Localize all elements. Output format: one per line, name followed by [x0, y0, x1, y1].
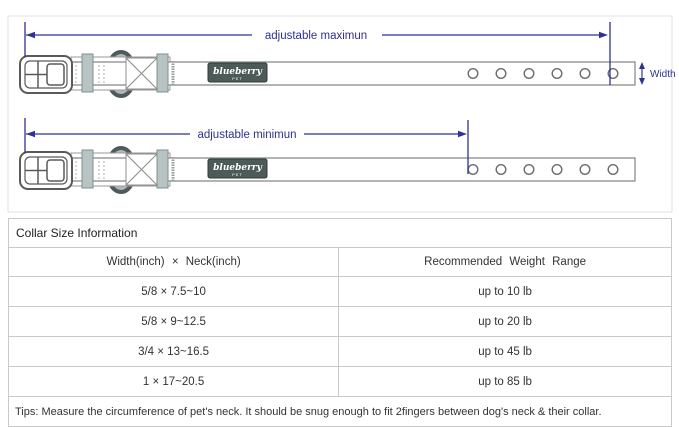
adjustable-min-label: adjustable minimun [197, 129, 296, 141]
diagram-frame [7, 15, 673, 213]
arrowhead-min-left [26, 130, 35, 138]
column-header-weight: Recommended Weight Range [338, 247, 672, 277]
collar-diagram: blueberry PET adjustable maximun [7, 15, 676, 213]
table-row: 3/4 × 13~16.5 up to 45 lb [7, 336, 672, 367]
size-cell: 5/8 × 9~12.5 [7, 306, 340, 337]
page: { "diagram": { "annotations": { "adjusta… [7, 15, 676, 427]
size-cell: 1 × 17~20.5 [7, 366, 340, 397]
weight-cell: up to 45 lb [338, 336, 672, 367]
adjustable-max-label: adjustable maximun [265, 30, 367, 42]
collar-min [18, 146, 637, 194]
weight-cell: up to 85 lb [338, 366, 672, 397]
tips-text: Tips: Measure the circumference of pet's… [8, 396, 672, 427]
table-header-row: Width(inch) × Neck(inch) Recommended Wei… [7, 247, 672, 277]
table-row: 5/8 × 9~12.5 up to 20 lb [7, 306, 672, 337]
dimension-min [24, 118, 469, 174]
size-cell: 5/8 × 7.5~10 [7, 276, 340, 307]
arrowhead-max-left [26, 31, 35, 39]
collar-size-table: Collar Size Information Width(inch) × Ne… [7, 218, 672, 427]
table-title-row: Collar Size Information [8, 218, 672, 248]
collar-max [18, 50, 637, 98]
width-label: Width [650, 69, 676, 80]
table-row: 5/8 × 7.5~10 up to 10 lb [7, 276, 672, 307]
table-row: 1 × 17~20.5 up to 85 lb [7, 366, 672, 397]
size-cell: 3/4 × 13~16.5 [7, 336, 340, 367]
arrowhead-width-bottom [639, 78, 645, 85]
arrowhead-min-right [458, 130, 467, 138]
arrowhead-max-right [599, 31, 608, 39]
weight-cell: up to 20 lb [338, 306, 672, 337]
dimension-max [24, 22, 611, 85]
weight-cell: up to 10 lb [338, 276, 672, 307]
column-header-size: Width(inch) × Neck(inch) [7, 247, 340, 277]
arrowhead-width-top [639, 62, 645, 69]
table-tips-row: Tips: Measure the circumference of pet's… [8, 396, 672, 427]
table-title: Collar Size Information [8, 218, 672, 248]
